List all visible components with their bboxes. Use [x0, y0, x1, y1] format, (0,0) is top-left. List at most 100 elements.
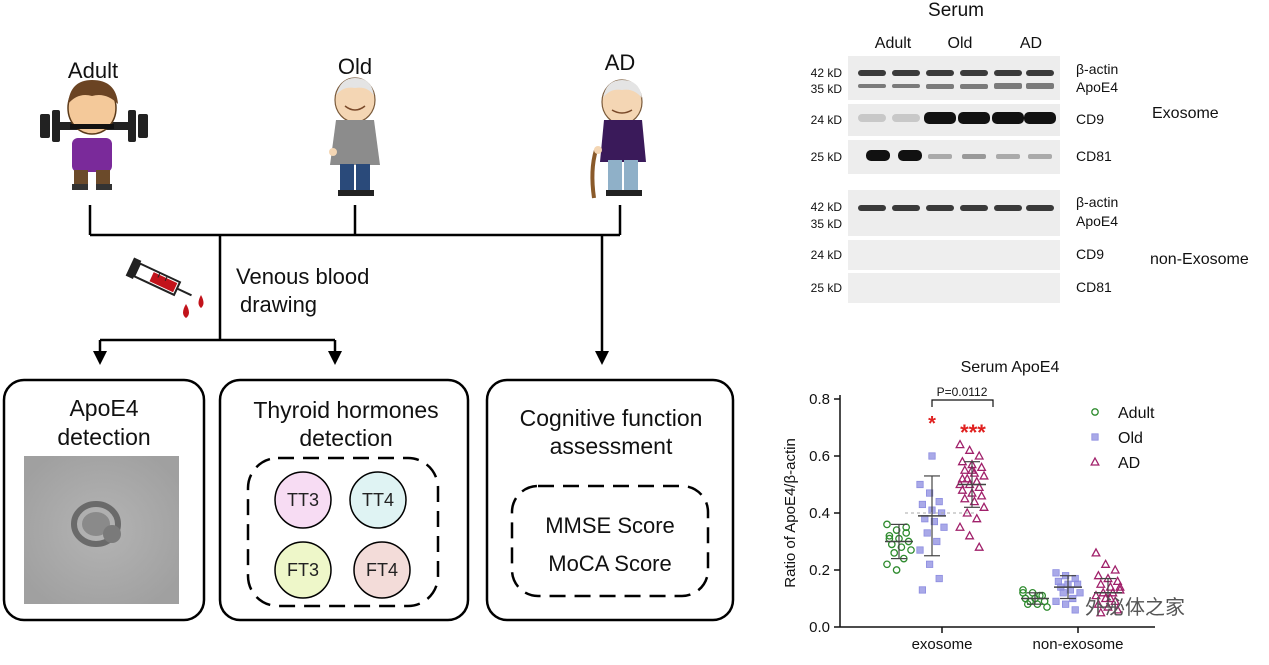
data-point-ad	[955, 439, 965, 449]
wb-exosome-strip-1	[848, 56, 1060, 100]
data-point-adult	[892, 526, 901, 534]
data-point-old	[928, 452, 936, 460]
ft4-circle	[353, 541, 411, 599]
wb-exosome-strip-3	[848, 140, 1060, 174]
p-value-bracket: P=0.0112	[931, 385, 994, 407]
ft3-circle	[274, 541, 332, 599]
data-point-old	[918, 586, 927, 594]
significance-ad-exosome: ***	[960, 420, 986, 445]
data-point-adult	[1043, 603, 1051, 611]
western-blot-panel: Serum Adult Old AD 42 kD 35 kD β-actin A…	[811, 0, 1249, 303]
wb-kd-label: 25 kD	[811, 281, 843, 295]
wb-kd-label: 25 kD	[811, 150, 843, 164]
data-point-old	[916, 480, 924, 489]
data-point-old	[1059, 589, 1067, 597]
legend-marker-old	[1091, 433, 1099, 441]
data-point-old	[926, 489, 934, 497]
wb-protein-label: CD81	[1076, 148, 1112, 164]
legend-marker-ad	[1090, 456, 1100, 466]
wb-kd-label: 24 kD	[811, 248, 843, 262]
data-point-old	[940, 523, 948, 531]
data-point-ad	[974, 450, 985, 460]
moca-score-label: MoCA Score	[548, 551, 672, 576]
connector-lines	[88, 205, 622, 365]
data-point-old	[1062, 600, 1070, 608]
data-point-ad	[964, 530, 975, 540]
data-point-old	[926, 560, 934, 568]
x-tick-label: exosome	[912, 636, 973, 653]
significance-old-exosome: *	[928, 413, 936, 435]
data-point-old	[935, 574, 943, 583]
data-point-ad	[957, 484, 968, 494]
y-tick-label: 0.0	[809, 619, 830, 636]
box-title-line1: ApoE4	[69, 395, 138, 421]
data-point-ad	[1110, 564, 1121, 574]
group-label-ad: AD	[605, 50, 636, 75]
legend-label-ad: AD	[1118, 455, 1140, 472]
data-point-adult	[892, 566, 901, 574]
data-point-adult	[897, 543, 906, 552]
wb-protein-label: β-actin	[1076, 61, 1118, 77]
data-point-old	[1076, 589, 1084, 597]
group-label-old: Old	[338, 54, 372, 79]
data-point-adult	[885, 531, 894, 540]
y-tick-label: 0.2	[809, 562, 830, 579]
data-point-ad	[974, 541, 985, 551]
cognitive-function-box: Cognitive function assessment MMSE Score…	[485, 378, 735, 622]
wb-lane-old: Old	[948, 35, 973, 52]
data-point-ad	[979, 470, 989, 480]
data-point-old	[935, 497, 943, 506]
mmse-score-label: MMSE Score	[545, 513, 675, 538]
wb-kd-label: 35 kD	[811, 217, 843, 231]
thyroid-hormones-box: Thyroid hormones detection TT3 TT4 FT3 F…	[218, 378, 470, 622]
data-point-ad	[1112, 576, 1123, 586]
data-point-old	[933, 537, 941, 546]
data-point-ad	[959, 464, 970, 474]
wb-protein-label: β-actin	[1076, 194, 1118, 210]
chart-marks	[883, 439, 1125, 617]
data-point-ad	[1091, 547, 1101, 557]
syringe-icon	[125, 257, 192, 297]
group-label-adult: Adult	[68, 58, 118, 83]
wb-protein-label: ApoE4	[1076, 213, 1118, 229]
blood-drop-icon	[198, 295, 204, 308]
tt3-circle	[274, 471, 332, 529]
apoe4-detection-box: ApoE4 detection	[2, 378, 206, 622]
data-point-adult	[1019, 586, 1027, 594]
y-tick-label: 0.8	[809, 391, 830, 408]
data-point-ad	[964, 444, 975, 454]
box-title-line2: assessment	[550, 433, 673, 459]
wb-protein-label: CD81	[1076, 279, 1112, 295]
x-tick-label: non-exosome	[1033, 636, 1124, 653]
data-point-ad	[1100, 558, 1111, 568]
data-point-ad	[959, 493, 970, 503]
data-point-ad	[1093, 598, 1104, 608]
data-point-ad	[1091, 590, 1101, 600]
wb-lane-ad: AD	[1020, 35, 1042, 52]
data-point-adult	[883, 560, 891, 569]
data-point-ad	[1093, 570, 1104, 580]
wb-exosome-strip-2	[848, 104, 1060, 136]
wb-non-exosome-strip-3	[848, 273, 1060, 303]
chart-ylabel: Ratio of ApoE4/β-actin	[782, 438, 799, 588]
ad-person-icon	[590, 79, 646, 199]
data-point-old	[1071, 606, 1079, 614]
data-point-ad	[957, 473, 968, 483]
data-point-ad	[974, 481, 985, 491]
data-point-ad	[971, 513, 982, 523]
wb-lane-adult: Adult	[875, 35, 912, 52]
wb-non-exosome-strip-2	[848, 240, 1060, 270]
data-point-old	[923, 529, 931, 537]
data-point-adult	[902, 529, 911, 537]
chart-title: Serum ApoE4	[961, 359, 1060, 376]
wb-kd-label: 42 kD	[811, 200, 843, 214]
data-point-old	[918, 500, 927, 509]
data-point-adult	[1019, 588, 1027, 597]
study-design-diagram: Adult Old AD	[2, 50, 735, 622]
data-point-old	[1052, 569, 1060, 577]
data-point-adult	[890, 549, 899, 557]
legend-marker-adult	[1091, 408, 1099, 416]
legend-label-adult: Adult	[1118, 405, 1155, 422]
